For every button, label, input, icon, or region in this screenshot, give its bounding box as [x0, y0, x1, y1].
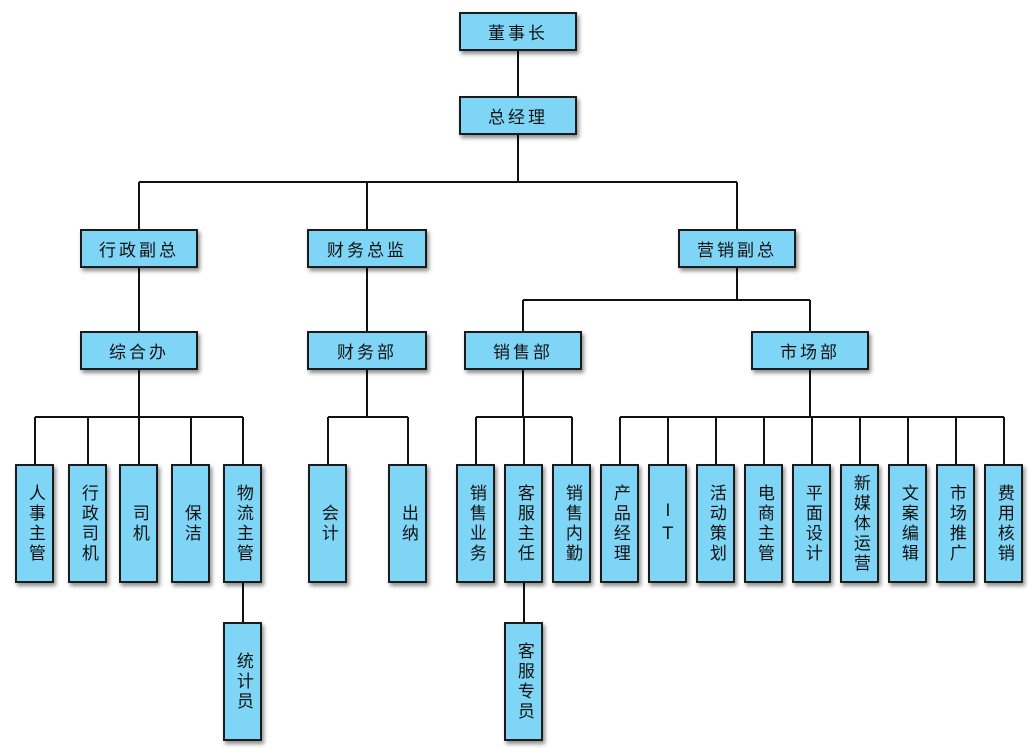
- node-cleaning: 保洁: [171, 464, 210, 583]
- node-statistician: 统计员: [223, 622, 262, 741]
- node-admin-vp: 行政副总: [80, 229, 198, 268]
- node-sales-internal: 销售内勤: [552, 464, 591, 583]
- node-ecommerce-supervisor: 电商主管: [744, 464, 783, 583]
- node-hr-supervisor: 人事主管: [15, 464, 54, 583]
- node-driver: 司机: [119, 464, 158, 583]
- node-market-promotion: 市场推广: [936, 464, 975, 583]
- node-cs-specialist: 客服专员: [504, 622, 543, 741]
- node-sales-business: 销售业务: [456, 464, 495, 583]
- node-product-manager: 产品经理: [600, 464, 639, 583]
- node-general-office: 综合办: [80, 331, 198, 370]
- node-graphic-design: 平面设计: [792, 464, 831, 583]
- node-sales-dept: 销售部: [464, 331, 582, 370]
- node-marketing-vp: 营销副总: [678, 229, 796, 268]
- node-new-media-ops: 新媒体运营: [840, 464, 879, 583]
- node-cashier: 出纳: [388, 464, 427, 583]
- node-finance-director: 财务总监: [307, 229, 427, 268]
- node-general-manager: 总经理: [459, 96, 577, 135]
- node-logistics-supervisor: 物流主管: [223, 464, 262, 583]
- node-event-planning: 活动策划: [696, 464, 735, 583]
- node-it: IT: [648, 464, 687, 583]
- node-expense-verification: 费用核销: [984, 464, 1023, 583]
- node-finance-dept: 财务部: [307, 331, 427, 370]
- node-chairman: 董事长: [459, 12, 577, 51]
- node-cs-supervisor: 客服主任: [504, 464, 543, 583]
- node-copy-editor: 文案编辑: [888, 464, 927, 583]
- node-accountant: 会计: [308, 464, 347, 583]
- node-market-dept: 市场部: [751, 331, 869, 370]
- node-admin-driver: 行政司机: [68, 464, 107, 583]
